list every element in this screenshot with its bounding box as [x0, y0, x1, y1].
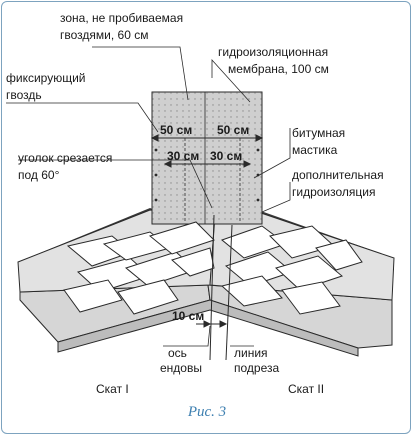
- cut-label-line1: линия: [234, 346, 268, 360]
- cut-label-line2: подреза: [234, 361, 279, 375]
- zone-label-line2: гвоздями, 60 см: [60, 28, 148, 42]
- corner-label-line2: под 60°: [18, 168, 60, 182]
- membrane-label-line1: гидроизоляционная: [218, 45, 328, 59]
- bitumen-label-line1: битумная: [292, 126, 345, 140]
- dimension-50-left: 50 см: [160, 123, 192, 137]
- axis-label-line1: ось: [168, 346, 187, 360]
- zone-label-line1: зона, не пробиваемая: [60, 11, 183, 25]
- figure-caption: Рис. 3: [187, 404, 226, 420]
- corner-label-line1: уголок срезается: [18, 151, 112, 165]
- membrane-label-line2: мембрана, 100 см: [228, 62, 329, 76]
- nail-label-line1: фиксирующий: [6, 71, 85, 85]
- dimension-50-right: 50 см: [217, 123, 249, 137]
- extra-label-line2: гидроизоляция: [292, 185, 375, 199]
- dimension-30-right: 30 см: [210, 149, 242, 163]
- dimension-30-left: 30 см: [167, 149, 199, 163]
- shingle-layout-left: [63, 221, 215, 315]
- gutter: [57, 299, 359, 357]
- slope-1-label: Скат I: [96, 382, 129, 396]
- extra-label-line1: дополнительная: [292, 168, 384, 182]
- axis-label-line2: ендовы: [160, 361, 202, 375]
- slope-2-label: Скат II: [288, 382, 324, 396]
- nail-label-line2: гвоздь: [6, 88, 42, 102]
- shingle-layout-right: [220, 225, 363, 315]
- valley-axis-line: [209, 214, 215, 361]
- dimension-10: 10 см: [172, 309, 204, 323]
- cut-line: [225, 224, 233, 361]
- bitumen-label-line2: мастика: [292, 143, 338, 157]
